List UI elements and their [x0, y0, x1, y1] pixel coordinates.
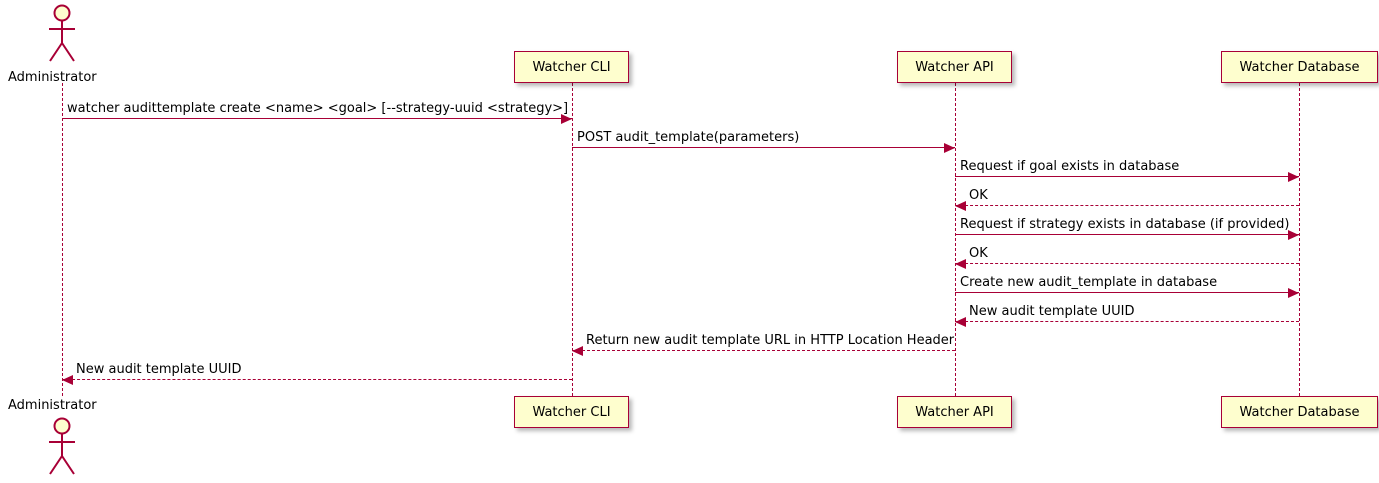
participant-box-watcher-cli-top[interactable]: Watcher CLI: [514, 51, 629, 83]
participant-box-watcher-api-bottom[interactable]: Watcher API: [897, 396, 1012, 428]
participant-box-watcher-database-top[interactable]: Watcher Database: [1221, 51, 1378, 83]
message-line-5: [955, 234, 1299, 235]
message-arrowhead-4: [955, 200, 966, 211]
participant-label-watcher-cli-top: Watcher CLI: [532, 59, 611, 75]
lifeline-watcher-database: [1299, 83, 1300, 396]
message-arrowhead-10: [62, 374, 73, 385]
message-label-6: OK: [969, 246, 988, 261]
actor-figure-top: [42, 4, 82, 68]
message-label-1: watcher audittemplate create <name> <goa…: [67, 101, 569, 116]
actor-figure-bottom: [42, 417, 82, 481]
message-label-10: New audit template UUID: [76, 362, 242, 377]
message-arrowhead-8: [955, 316, 966, 327]
message-line-3: [955, 176, 1299, 177]
message-line-1: [62, 118, 572, 119]
participant-box-watcher-database-bottom[interactable]: Watcher Database: [1221, 396, 1378, 428]
lifeline-watcher-cli: [572, 83, 573, 396]
message-arrowhead-1: [561, 113, 572, 124]
lifeline-administrator: [62, 83, 63, 396]
message-line-9: [572, 350, 955, 351]
message-arrowhead-2: [944, 142, 955, 153]
participant-box-watcher-cli-bottom[interactable]: Watcher CLI: [514, 396, 629, 428]
participant-box-watcher-api-top[interactable]: Watcher API: [897, 51, 1012, 83]
message-label-3: Request if goal exists in database: [960, 159, 1180, 174]
message-line-10: [62, 379, 572, 380]
message-label-7: Create new audit_template in database: [960, 275, 1218, 290]
message-line-2: [572, 147, 955, 148]
participant-label-watcher-api-bottom: Watcher API: [915, 404, 994, 420]
message-line-7: [955, 292, 1299, 293]
message-arrowhead-6: [955, 258, 966, 269]
message-arrowhead-7: [1288, 287, 1299, 298]
message-line-8: [955, 321, 1299, 322]
message-label-8: New audit template UUID: [969, 304, 1135, 319]
message-label-5: Request if strategy exists in database (…: [960, 217, 1290, 232]
participant-label-watcher-database-top: Watcher Database: [1239, 59, 1360, 75]
message-label-4: OK: [969, 188, 988, 203]
message-arrowhead-5: [1288, 229, 1299, 240]
lifeline-watcher-api: [955, 83, 956, 396]
message-line-6: [955, 263, 1299, 264]
message-arrowhead-3: [1288, 171, 1299, 182]
message-line-4: [955, 205, 1299, 206]
message-arrowhead-9: [572, 345, 583, 356]
message-label-2: POST audit_template(parameters): [577, 130, 800, 145]
participant-label-administrator-bottom: Administrator: [8, 398, 97, 413]
participant-label-watcher-api-top: Watcher API: [915, 59, 994, 75]
participant-label-administrator-top: Administrator: [8, 70, 97, 85]
participant-label-watcher-database-bottom: Watcher Database: [1239, 404, 1360, 420]
participant-label-watcher-cli-bottom: Watcher CLI: [532, 404, 611, 420]
message-label-9: Return new audit template URL in HTTP Lo…: [586, 333, 955, 348]
